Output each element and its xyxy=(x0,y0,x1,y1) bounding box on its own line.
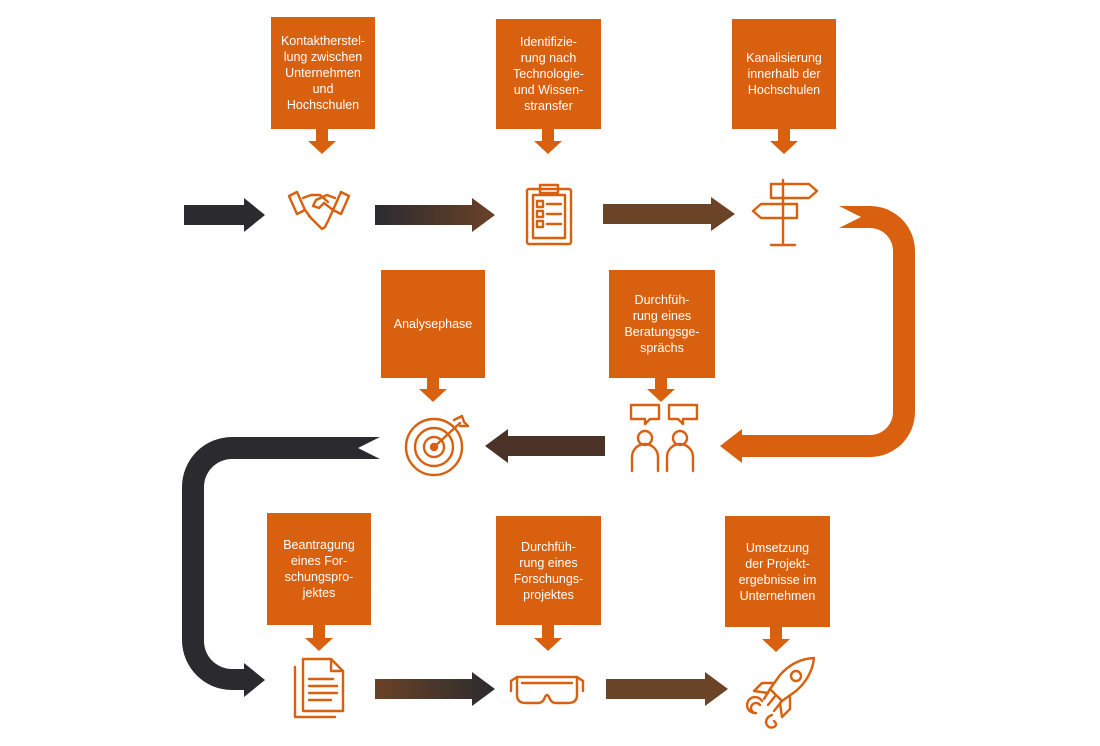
clipboard-checklist-icon xyxy=(525,183,573,246)
flow-uturn-right xyxy=(720,206,915,463)
step-box-identification: Identifizie- rung nach Technologie- und … xyxy=(496,19,601,129)
flow-arrow-start xyxy=(184,198,265,232)
box-pointers xyxy=(305,129,798,652)
step-box-research: Durchfüh- rung eines Forschungs- projekt… xyxy=(496,516,601,625)
flow-arrow-2-3 xyxy=(603,197,735,231)
flow-arrow-1-2 xyxy=(375,198,495,232)
target-icon xyxy=(404,414,470,477)
step-label-channeling: Kanalisierung innerhalb der Hochschulen xyxy=(746,51,822,97)
step-label-identification: Identifizie- rung nach Technologie- und … xyxy=(513,35,584,113)
flow-arrow-4-5 xyxy=(485,429,605,463)
step-box-channeling: Kanalisierung innerhalb der Hochschulen xyxy=(732,19,836,129)
step-label-consultation: Durchfüh- rung eines Beratungsge- spräch… xyxy=(624,293,700,355)
signpost-icon xyxy=(751,178,819,247)
safety-goggles-icon xyxy=(509,675,585,705)
handshake-icon xyxy=(287,190,351,231)
documents-icon xyxy=(293,657,345,719)
consultation-people-icon xyxy=(629,403,699,473)
step-box-contact: Kontaktherstel- lung zwischen Unternehme… xyxy=(271,17,375,129)
step-box-consultation: Durchfüh- rung eines Beratungsge- spräch… xyxy=(609,270,715,378)
step-label-research: Durchfüh- rung eines Forschungs- projekt… xyxy=(513,539,584,602)
flow-arrow-6-7 xyxy=(375,672,495,706)
step-box-implementation: Umsetzung der Projekt- ergebnisse im Unt… xyxy=(725,516,830,627)
step-label-implementation: Umsetzung der Projekt- ergebnisse im Unt… xyxy=(738,540,817,603)
step-box-application: Beantragung eines For- schungspro- jekte… xyxy=(267,513,371,625)
flow-arrow-7-8 xyxy=(606,672,728,706)
flow-uturn-left xyxy=(182,437,380,697)
step-box-analysis: Analysephase xyxy=(381,270,485,378)
step-label-application: Beantragung eines For- schungspro- jekte… xyxy=(283,538,355,600)
rocket-icon xyxy=(745,656,816,729)
step-label-contact: Kontaktherstel- lung zwischen Unternehme… xyxy=(280,34,366,112)
step-label-analysis: Analysephase xyxy=(393,317,473,331)
